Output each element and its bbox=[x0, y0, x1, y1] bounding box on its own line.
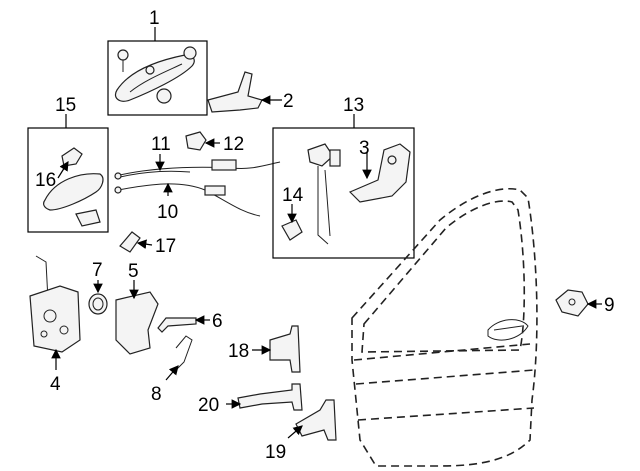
lock-assembly-box bbox=[272, 127, 415, 259]
callout-10: 10 bbox=[157, 202, 178, 223]
callout-5: 5 bbox=[128, 261, 139, 282]
outside-handle-part bbox=[114, 46, 197, 104]
inside-handle-group bbox=[27, 114, 109, 233]
door-outline bbox=[351, 188, 538, 467]
callout-18: 18 bbox=[228, 341, 249, 362]
inside-handle-part bbox=[43, 147, 104, 227]
callout-11: 11 bbox=[151, 134, 171, 155]
callout-6: 6 bbox=[212, 311, 223, 332]
callout-17: 17 bbox=[155, 236, 176, 257]
clip-12 bbox=[185, 131, 220, 151]
callout-1: 1 bbox=[149, 8, 160, 29]
callout-7: 7 bbox=[92, 260, 103, 281]
striker-9 bbox=[555, 289, 602, 317]
clip-17 bbox=[119, 231, 153, 253]
callout-9: 9 bbox=[604, 295, 615, 316]
lock-cylinder-part bbox=[307, 143, 341, 245]
callout-19: 19 bbox=[265, 442, 286, 463]
callout-20: 20 bbox=[198, 395, 219, 416]
callout-4: 4 bbox=[50, 374, 61, 395]
outside-handle-box bbox=[107, 40, 208, 116]
rod-6 bbox=[157, 315, 210, 333]
hinge-18 bbox=[252, 325, 301, 373]
outside-handle-group bbox=[107, 27, 208, 116]
latch-cover-5 bbox=[115, 280, 159, 355]
door-latch-4 bbox=[29, 255, 81, 370]
callout-12: 12 bbox=[223, 134, 244, 155]
callout-8: 8 bbox=[151, 384, 162, 405]
door-check-20 bbox=[226, 383, 303, 411]
rod-14-part bbox=[281, 219, 303, 241]
latch-3-part bbox=[348, 143, 411, 203]
seal-7 bbox=[88, 280, 108, 315]
callout-14: 14 bbox=[282, 185, 304, 206]
callout-13: 13 bbox=[343, 95, 364, 116]
lock-assembly-group bbox=[272, 114, 415, 259]
cables bbox=[114, 154, 281, 217]
rod-8 bbox=[165, 335, 193, 381]
callout-15: 15 bbox=[55, 95, 76, 116]
callout-16: 16 bbox=[35, 170, 56, 191]
callout-2: 2 bbox=[283, 91, 294, 112]
bracket-2 bbox=[207, 71, 282, 113]
callout-labels: 1 2 3 4 5 6 7 8 9 10 11 12 13 14 15 16 1… bbox=[35, 8, 615, 463]
hinge-19 bbox=[287, 399, 337, 441]
inside-handle-box bbox=[27, 127, 109, 233]
callout-3: 3 bbox=[359, 138, 370, 159]
